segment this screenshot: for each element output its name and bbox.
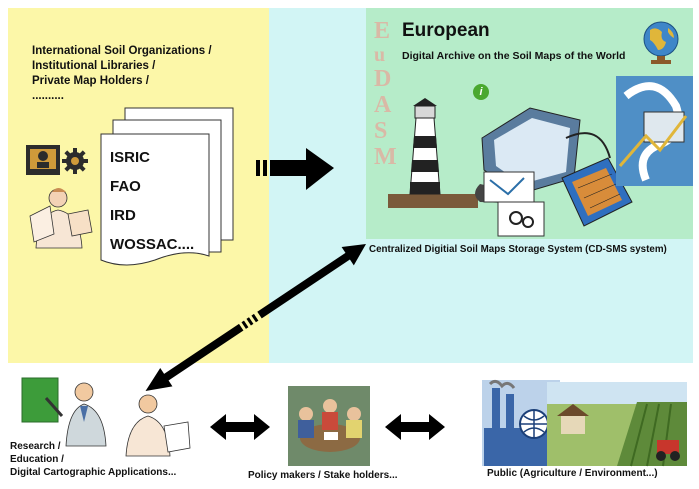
bidirectional-arrow-policy-public: [385, 414, 445, 440]
gear-icon: [62, 148, 88, 174]
archive-title: European: [402, 20, 490, 41]
policy-label: Policy makers / Stake holders...: [248, 470, 398, 481]
source-heading-line: International Soil Organizations /: [32, 45, 212, 57]
documents-icon: [100, 107, 234, 266]
logo-letter: S: [374, 118, 388, 144]
arrow-to-archive: [256, 148, 334, 190]
source-heading-line: Institutional Libraries /: [32, 60, 156, 72]
logo-letter: D: [374, 66, 392, 92]
logo-letter: E: [374, 18, 391, 44]
logo-letter: u: [374, 44, 386, 66]
bidirectional-arrow-archive-research: [145, 244, 366, 392]
source-heading-line: ..........: [32, 90, 64, 102]
satellite-icon: [561, 157, 633, 227]
org-ird: IRD: [110, 207, 136, 224]
factory-icon: [482, 379, 560, 466]
source-heading: International Soil Organizations / Insti…: [32, 44, 212, 104]
teacher-icon: [21, 377, 107, 447]
lighthouse-icon: [388, 98, 478, 208]
abstract-art-icon: [616, 76, 693, 186]
bidirectional-arrow-research-policy: [210, 414, 270, 440]
meeting-icon: [288, 386, 370, 466]
public-label: Public (Agriculture / Environment...): [487, 468, 658, 479]
research-label-line: Research /: [10, 441, 61, 452]
person-with-map-icon: [29, 188, 93, 249]
computer-icon: [26, 145, 60, 175]
org-isric: ISRIC: [110, 149, 151, 166]
source-heading-line: Private Map Holders /: [32, 75, 149, 87]
org-fao: FAO: [110, 178, 141, 195]
org-wossac: WOSSAC....: [110, 236, 195, 253]
globe-icon: [643, 21, 679, 64]
logo-letter: A: [374, 92, 392, 118]
farm-icon: [547, 382, 687, 467]
logo-letter: M: [374, 144, 397, 170]
info-badge: i: [473, 84, 489, 100]
storage-system-caption: Centralized Digitial Soil Maps Storage S…: [369, 244, 667, 255]
archive-subtitle: Digital Archive on the Soil Maps of the …: [402, 50, 626, 62]
diagram-card-icon: [483, 171, 545, 237]
research-label-line: Digital Cartographic Applications...: [10, 467, 177, 478]
research-label-line: Education /: [10, 454, 64, 465]
student-icon: [125, 394, 191, 457]
